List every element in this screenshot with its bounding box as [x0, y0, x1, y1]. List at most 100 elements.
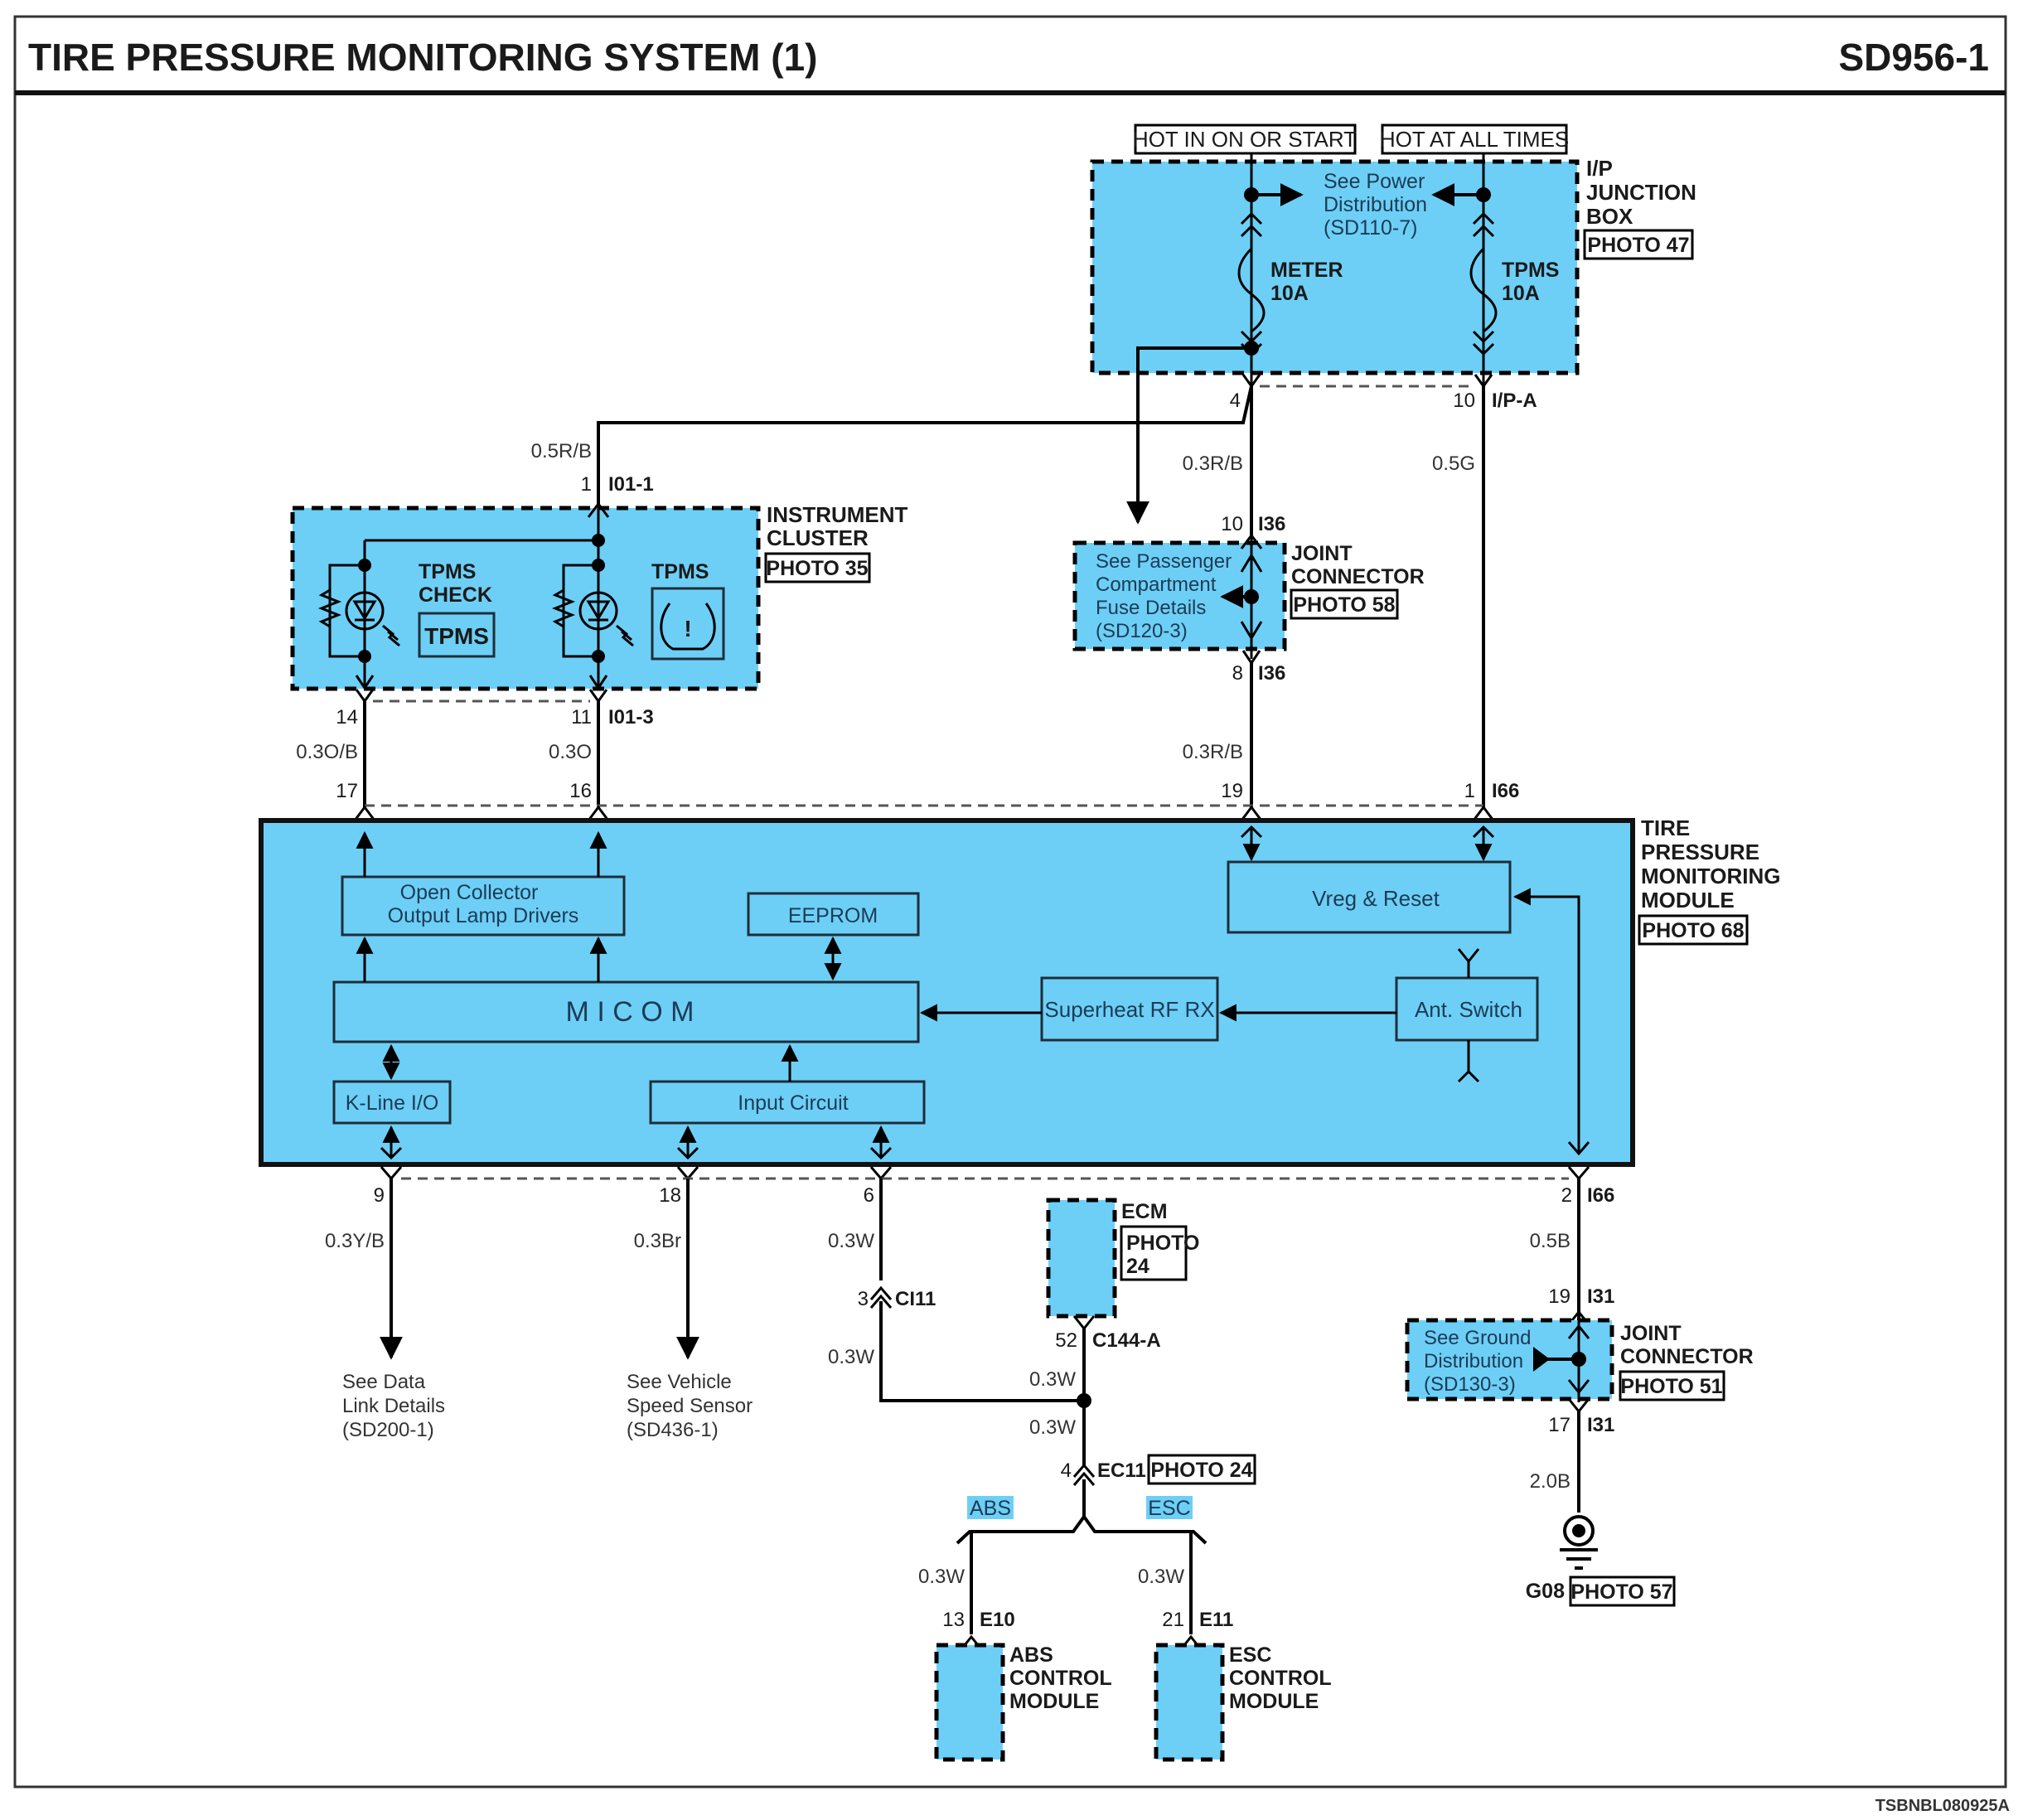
connector-chevrons: [1472, 211, 1495, 238]
ci11-connector: CI11: [895, 1288, 936, 1310]
wire-label-03w-esc: 0.3W: [1138, 1566, 1184, 1588]
ip-junction-box[interactable]: HOT IN ON OR START HOT AT ALL TIMES I/P …: [1090, 123, 1696, 385]
lamp-tpms-led-icon: [578, 591, 618, 631]
connector-chevrons: [1240, 211, 1263, 238]
pin-4: 4: [1230, 390, 1241, 412]
i36-name-1: JOINT: [1291, 542, 1353, 565]
cluster-name-1: INSTRUMENT: [767, 502, 908, 527]
ground-arrow-icon: [1533, 1347, 1550, 1372]
hot-in-on-or-start-label: HOT IN ON OR START: [1133, 127, 1357, 152]
joint-connector-i36[interactable]: 10 I36 See Passenger Compartment Fuse De…: [1072, 513, 1425, 685]
page-frame: [13, 15, 2007, 1789]
photo-68-box[interactable]: [1638, 914, 1749, 946]
ec11-pin: 4: [1061, 1459, 1072, 1482]
ec11-connector: EC11: [1097, 1459, 1146, 1482]
esc-option-label: ESC: [1148, 1497, 1190, 1520]
module-pin-16: 16: [569, 780, 592, 802]
photo-58-label[interactable]: PHOTO 58: [1293, 593, 1395, 617]
antenna-icon: [1457, 1040, 1480, 1083]
tpms-fuse-icon: [1469, 247, 1498, 333]
abs-connector: E10: [980, 1609, 1015, 1631]
connector-i01-3: [355, 689, 608, 704]
module-pin-17: 17: [336, 780, 358, 802]
joint-connector-i31[interactable]: 19 I31 See Ground Distribution (SD130-3)…: [1405, 1285, 1754, 1436]
meter-fuse-rating: 10A: [1270, 282, 1309, 305]
photo-57-label[interactable]: PHOTO 57: [1570, 1580, 1672, 1604]
esc-option-tag: [1146, 1496, 1193, 1519]
vss-ref-2[interactable]: Speed Sensor: [627, 1395, 753, 1417]
data-link-ref-3[interactable]: (SD200-1): [342, 1419, 434, 1441]
cluster-name-2: CLUSTER: [767, 525, 869, 550]
lamp1-label-1: TPMS: [419, 560, 476, 583]
connector-ec11: [1072, 1463, 1096, 1486]
rf-rx-block: [1040, 976, 1219, 1042]
ground-ref-1: See Ground: [1424, 1327, 1531, 1349]
photo-57-box[interactable]: [1569, 1576, 1676, 1607]
power-dist-ref-1: See Power: [1324, 170, 1425, 193]
light-emission-icon: [616, 624, 634, 647]
tpms-fuse-rating: 10A: [1502, 282, 1540, 305]
lamp-drivers-label-2: Output Lamp Drivers: [388, 904, 579, 927]
abs-pin: 13: [942, 1609, 965, 1631]
ecm-photo-box[interactable]: [1120, 1225, 1188, 1281]
ecm[interactable]: ECM PHOTO 24: [1046, 1198, 1199, 1319]
meter-fuse-name: METER: [1270, 259, 1343, 282]
ec11-photo-label[interactable]: PHOTO 24: [1150, 1459, 1252, 1482]
lamp1-label-2: CHECK: [419, 583, 492, 607]
connector-i01-1: [587, 501, 610, 518]
module-name-4: MODULE: [1641, 888, 1735, 912]
diode-icon: [586, 600, 611, 622]
wire-label-03w-a: 0.3W: [828, 1230, 874, 1252]
esc-name-3: MODULE: [1229, 1690, 1319, 1713]
ec11-photo-box[interactable]: [1147, 1454, 1256, 1485]
wire-label-03br: 0.3Br: [634, 1230, 681, 1252]
eeprom-block: [747, 892, 920, 937]
ci11-pin: 3: [858, 1288, 869, 1310]
esc-control-module[interactable]: 21 E11 ESC CONTROL MODULE: [1154, 1609, 1332, 1762]
meter-fuse-icon: [1237, 247, 1266, 333]
ant-switch-label: Ant. Switch: [1415, 997, 1522, 1022]
photo-35-box[interactable]: [764, 552, 871, 583]
i36-name-2: CONNECTOR: [1291, 565, 1425, 588]
photo-58-box[interactable]: [1290, 588, 1399, 620]
module-pin-9: 9: [374, 1184, 385, 1207]
wire-label-03w-abs: 0.3W: [918, 1566, 965, 1588]
cluster-top-pin: 1: [581, 473, 592, 496]
wire-label-03ob: 0.3O/B: [296, 741, 358, 763]
esc-connector: E11: [1199, 1609, 1233, 1631]
module-name-2: PRESSURE: [1641, 840, 1759, 864]
abs-control-module[interactable]: 13 E10 ABS CONTROL MODULE: [934, 1609, 1112, 1762]
vss-ref-3[interactable]: (SD436-1): [627, 1419, 719, 1441]
junction-box-name-1: I/P: [1586, 156, 1613, 181]
ground-name: G08: [1526, 1580, 1565, 1603]
input-circuit-block: [649, 1080, 926, 1125]
ground-g08[interactable]: G08 PHOTO 57: [1526, 1515, 1676, 1607]
module-name-1: TIRE: [1641, 816, 1690, 840]
wire-label-05g: 0.5G: [1432, 453, 1475, 475]
power-dist-ref-3: (SD110-7): [1324, 216, 1417, 240]
vreg-reset-block: [1227, 860, 1512, 934]
photo-68-label[interactable]: PHOTO 68: [1642, 919, 1744, 942]
photo-51-label[interactable]: PHOTO 51: [1620, 1375, 1722, 1398]
instrument-cluster[interactable]: 1 I01-1 TPMS CHECK TPMS TPMS ! INSTRUME: [290, 473, 908, 691]
ecm-pin: 52: [1055, 1329, 1077, 1352]
wire-label-03w-b: 0.3W: [828, 1346, 874, 1368]
abs-option-label: ABS: [970, 1497, 1011, 1520]
photo-35-label[interactable]: PHOTO 35: [766, 557, 868, 580]
ecm-connector: C144-A: [1092, 1329, 1161, 1352]
photo-51-box[interactable]: [1619, 1370, 1725, 1401]
ecm-photo-1[interactable]: PHOTO: [1126, 1232, 1199, 1255]
hot-run-label-box: [1134, 123, 1357, 155]
vss-ref-1[interactable]: See Vehicle: [627, 1371, 732, 1393]
ecm-photo-2[interactable]: 24: [1126, 1255, 1149, 1278]
photo-47-box[interactable]: [1583, 229, 1694, 260]
wire-0-5rb: [597, 385, 1253, 506]
connector-i66-top-male: [353, 805, 1495, 821]
tire-pressure-monitoring-module[interactable]: TIRE PRESSURE MONITORING MODULE PHOTO 68…: [259, 816, 1781, 1167]
data-link-ref-1[interactable]: See Data: [342, 1371, 426, 1393]
pass-fuse-ref-2: Compartment: [1096, 574, 1217, 596]
wire-to-passenger-fuse: [1126, 346, 1251, 525]
data-link-ref-2[interactable]: Link Details: [342, 1395, 445, 1417]
photo-47-label[interactable]: PHOTO 47: [1587, 234, 1689, 257]
